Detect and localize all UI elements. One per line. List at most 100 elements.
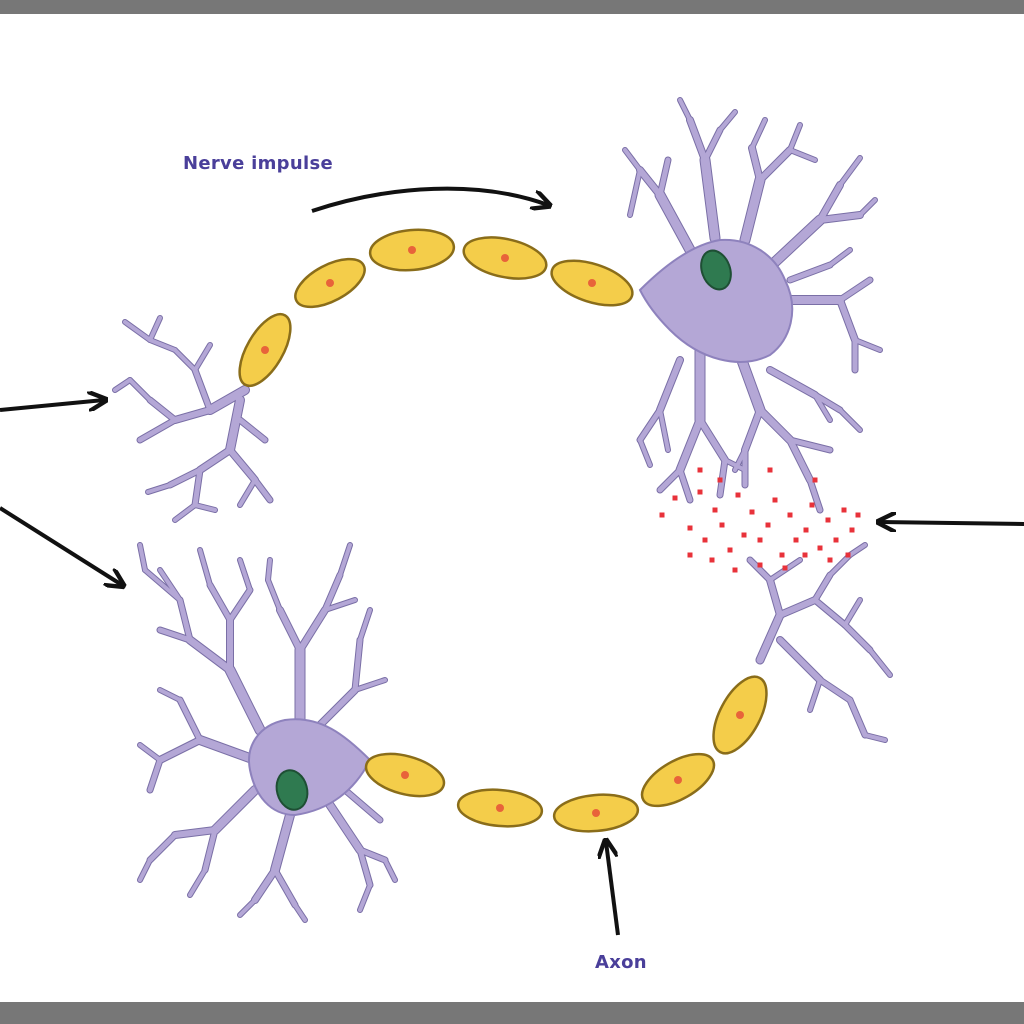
- dendrite-branch: [637, 167, 663, 198]
- schwann-nucleus-dot: [496, 804, 504, 812]
- dendrite-branch: [657, 357, 683, 413]
- dendrite-branch: [138, 743, 162, 762]
- dendrite-branch: [252, 477, 273, 503]
- dendrite-branch: [342, 787, 383, 823]
- dendrite-branch: [137, 417, 178, 443]
- dendrite-branch: [638, 438, 652, 467]
- dendrite-branch: [678, 98, 692, 122]
- dendrite-branch: [788, 123, 802, 152]
- dendrite-branch: [383, 858, 397, 882]
- dendrite-branch: [358, 608, 372, 642]
- dendrite-branch: [326, 801, 364, 854]
- dendrite-branch: [658, 408, 670, 452]
- neurotransmitter-dot: [672, 495, 678, 501]
- nerve-impulse-label: Nerve impulse: [183, 153, 333, 174]
- dendrites-group: [112, 97, 893, 923]
- dendrite-branch: [238, 558, 252, 592]
- neurotransmitter-dot: [687, 552, 693, 558]
- dendrite-branch: [186, 636, 234, 674]
- dendrite-branch: [847, 697, 868, 738]
- dendrite-branch: [238, 478, 257, 507]
- dendrite-branch: [837, 277, 873, 303]
- dendrite-branch: [148, 316, 162, 342]
- neurotransmitter-dot: [735, 492, 741, 498]
- dendrite-branch: [723, 458, 747, 472]
- frame-top-border: [0, 0, 1024, 14]
- schwann-nucleus-dot: [592, 809, 600, 817]
- schwann-nucleus-dot: [401, 771, 409, 779]
- dendrite-branch: [147, 832, 178, 863]
- dendrite-branch: [197, 447, 233, 473]
- dendrite-branch: [252, 867, 278, 903]
- neurotransmitter-dot: [793, 537, 799, 543]
- dendrite-branch: [742, 407, 763, 453]
- dendrite-branch: [177, 597, 193, 643]
- schwann-nucleus-dot: [261, 346, 269, 354]
- dendrite-branch: [718, 110, 737, 132]
- neurotransmitter-dot: [827, 557, 833, 563]
- neurotransmitter-dot: [767, 467, 773, 473]
- axon-label: Axon: [595, 952, 647, 973]
- dendrite-branch: [352, 637, 363, 693]
- dendrite-arrow-upper: [0, 400, 104, 412]
- neurotransmitter-dot: [727, 547, 733, 553]
- neurotransmitter-dot: [849, 527, 855, 533]
- dendrite-branch: [226, 396, 244, 454]
- dendrite-branch: [697, 417, 728, 463]
- dendrite-branch: [198, 548, 212, 587]
- dendrite-branch: [147, 757, 163, 793]
- dendrite-branch: [842, 622, 873, 653]
- dendrite-branch: [173, 348, 197, 372]
- schwann-nucleus-dot: [588, 279, 596, 287]
- neurotransmitter-dot: [782, 565, 788, 571]
- dendrite-branch: [777, 637, 823, 683]
- dendrite-branch: [173, 503, 197, 522]
- dendrite-branch: [767, 367, 818, 398]
- dendrite-branch: [113, 378, 132, 392]
- neurotransmitter-dot: [709, 557, 715, 563]
- dendrite-branch: [813, 393, 832, 422]
- dendrite-branch: [277, 607, 303, 653]
- neurotransmitter-dot: [817, 545, 823, 551]
- frame-bottom-border: [0, 1002, 1024, 1024]
- lower-nucleus: [275, 769, 309, 811]
- dendrite-branch: [749, 145, 763, 183]
- dendrite-branch: [687, 117, 708, 163]
- dendrite-branch: [655, 190, 695, 255]
- dendrite-branch: [193, 503, 217, 512]
- dendrite-branch: [767, 577, 783, 618]
- upper-right-cell-body: [638, 238, 794, 363]
- dendrite-branch: [838, 408, 862, 432]
- dendrite-branch: [740, 175, 765, 245]
- dendrite-branch: [853, 338, 882, 352]
- neurotransmitter-dot: [779, 552, 785, 558]
- neurotransmitter-dot: [803, 527, 809, 533]
- dendrite-branch: [838, 156, 862, 187]
- dendrite-branch: [676, 416, 704, 474]
- neurotransmitter-dot: [659, 512, 665, 518]
- dendrite-branch: [172, 407, 213, 423]
- schwann-nucleus-dot: [501, 254, 509, 262]
- dendrite-branch: [157, 627, 193, 643]
- upper-nucleus: [700, 249, 732, 291]
- neurotransmitter-dot: [697, 467, 703, 473]
- dendrite-branch: [807, 477, 823, 513]
- dendrite-branch: [167, 467, 203, 488]
- neurotransmitter-dot: [833, 537, 839, 543]
- dendrite-branch: [817, 182, 843, 223]
- dendrite-branch: [148, 338, 177, 352]
- dendrite-branch: [843, 598, 862, 627]
- schwann-nucleus-dot: [674, 776, 682, 784]
- dendrite-branch: [702, 127, 723, 163]
- dendrite-branch: [858, 198, 877, 217]
- dendrite-branch: [750, 118, 767, 150]
- neurotransmitter-dot: [825, 517, 831, 523]
- dendrite-branch: [756, 611, 784, 664]
- lower-left-cell-body: [248, 718, 372, 817]
- neurotransmitter-dot: [749, 509, 755, 515]
- dendrite-branch: [357, 847, 373, 888]
- neurotransmitter-dot: [712, 507, 718, 513]
- dendrite-branch: [202, 827, 218, 873]
- dendrite-branch: [623, 148, 642, 172]
